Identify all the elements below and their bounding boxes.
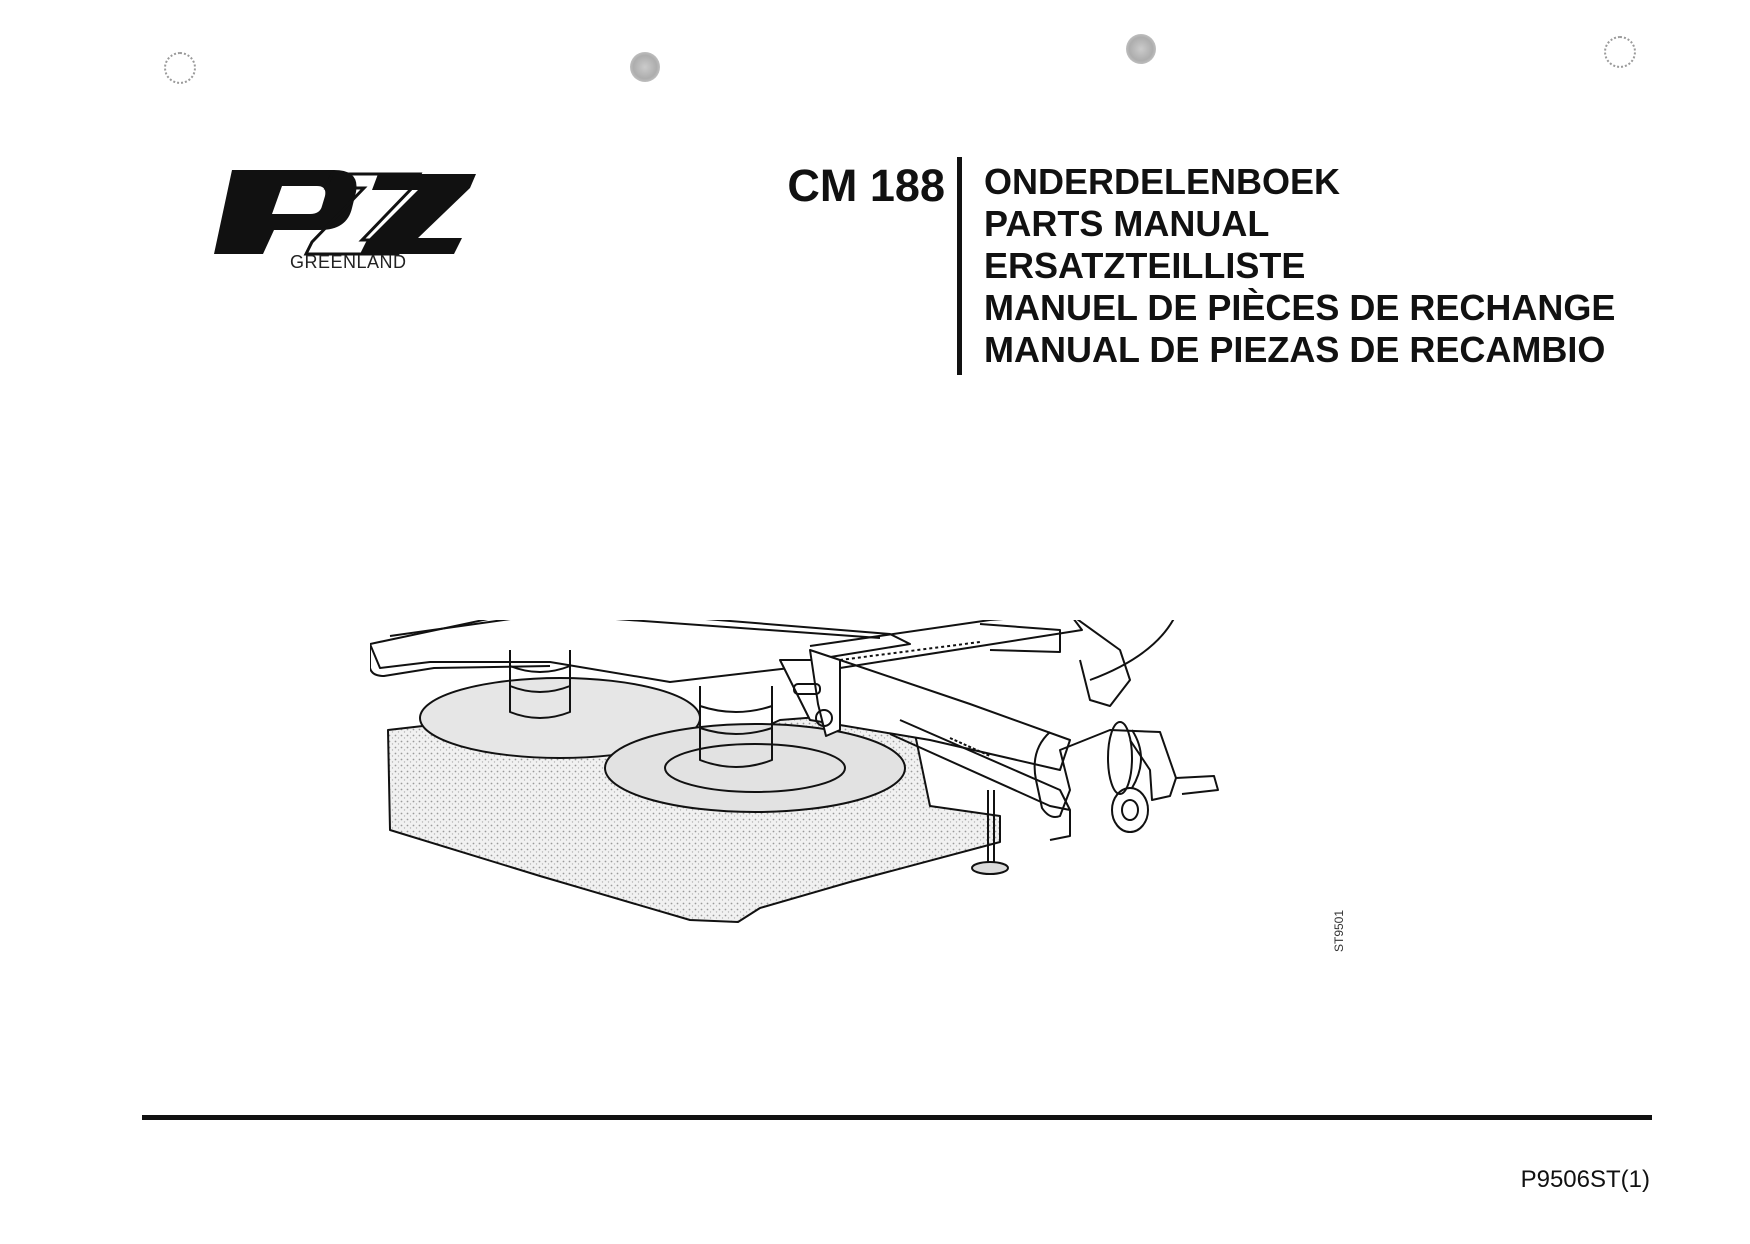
document-code: P9506ST(1) <box>1520 1166 1650 1193</box>
logo-subtitle: GREENLAND <box>290 252 407 272</box>
title-divider <box>957 157 962 375</box>
title-spanish: MANUAL DE PIEZAS DE RECAMBIO <box>984 329 1606 370</box>
mower-illustration <box>369 606 1390 990</box>
model-number: CM 188 <box>787 160 945 211</box>
manual-title-list: ONDERDELENBOEK PARTS MANUAL ERSATZTEILLI… <box>984 161 1615 371</box>
title-french: MANUEL DE PIÈCES DE RECHANGE <box>984 287 1616 328</box>
punch-hole-mark <box>630 52 660 82</box>
punch-hole-mark <box>1126 34 1156 64</box>
pz-logo <box>214 166 484 281</box>
title-german: ERSATZTEILLISTE <box>984 245 1306 286</box>
title-english: PARTS MANUAL <box>984 203 1270 244</box>
punch-hole-mark <box>1604 36 1636 68</box>
drawing-code: ST9501 <box>1332 909 1346 952</box>
punch-hole-mark <box>164 52 196 84</box>
title-dutch: ONDERDELENBOEK <box>984 161 1341 202</box>
footer-rule <box>142 1115 1652 1120</box>
